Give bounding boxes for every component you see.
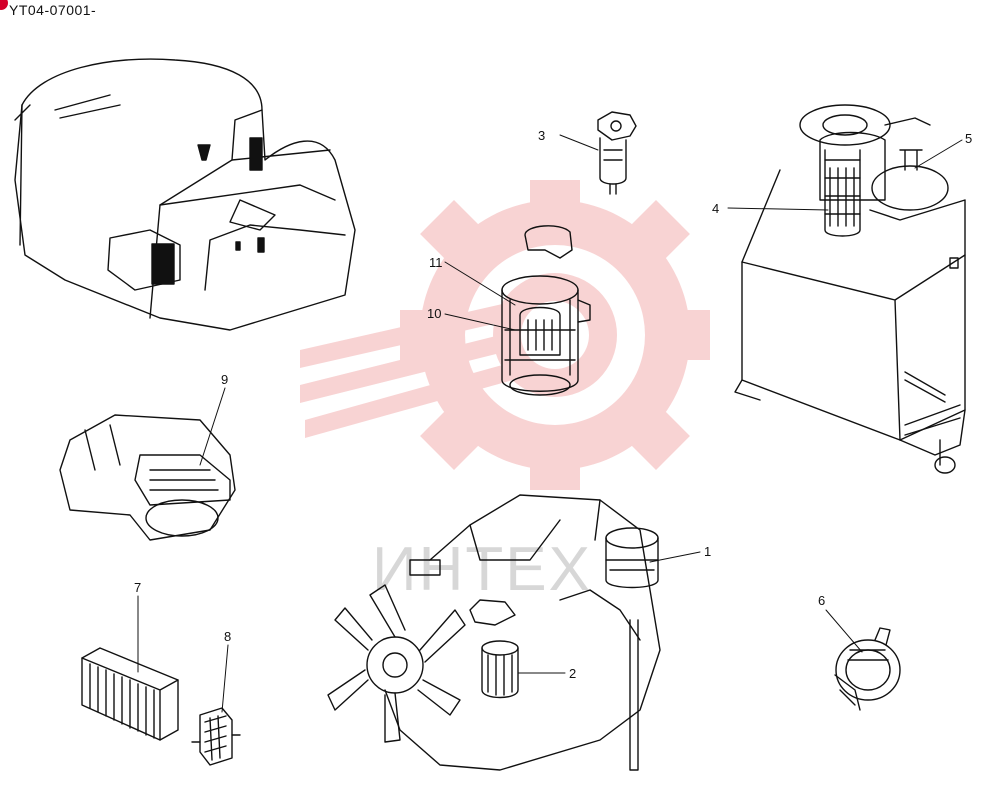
part-3-fuel-filter — [597, 111, 637, 195]
callout-4: 4 — [712, 201, 719, 216]
callout-7: 7 — [134, 580, 141, 595]
callout-6: 6 — [818, 593, 825, 608]
callout-11: 11 — [429, 255, 443, 270]
callout-1: 1 — [704, 544, 711, 559]
callout-5: 5 — [965, 131, 972, 146]
diagram-code: YT04-07001- — [9, 2, 97, 18]
part-10-11-air-cleaner — [501, 225, 591, 396]
callout-3: 3 — [538, 128, 545, 143]
part-2-fuel-filter-cartridge — [481, 640, 519, 699]
callout-9: 9 — [221, 372, 228, 387]
hydraulic-tank-illustration — [734, 104, 966, 474]
corner-marker — [0, 0, 8, 10]
callout-8: 8 — [224, 629, 231, 644]
watermark-gear-icon — [300, 180, 710, 490]
callout-leaders — [137, 134, 963, 713]
part-8-screen-filter — [191, 707, 241, 766]
watermark-text: ИНТЕХ — [372, 535, 592, 604]
callout-10: 10 — [427, 306, 441, 321]
part-1-engine-oil-filter — [605, 527, 659, 589]
part-7-cab-air-filter — [81, 647, 179, 741]
part-9-heater-unit — [59, 414, 236, 541]
part-6-breather — [834, 627, 901, 711]
part-4-return-filter — [824, 149, 861, 237]
cab-illustration — [14, 58, 356, 331]
engine-illustration — [327, 494, 661, 771]
callout-2: 2 — [569, 666, 576, 681]
